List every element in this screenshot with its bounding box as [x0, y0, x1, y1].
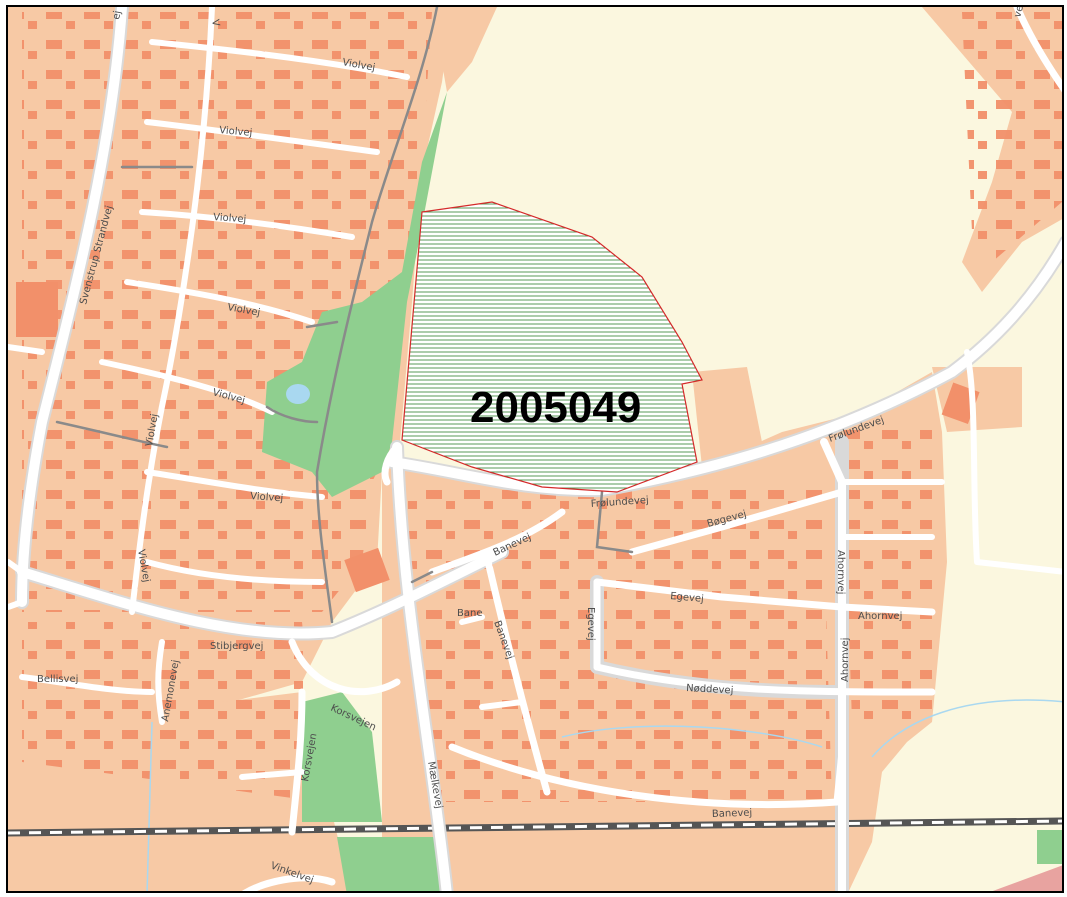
residential-zone-east-block	[692, 367, 762, 467]
building-texture-south	[402, 482, 832, 802]
building-texture-east	[842, 422, 932, 722]
street-label-egevej-1: Egevej	[670, 591, 705, 605]
street-label-top-right-cut: vej	[1012, 7, 1026, 19]
street-label-ahornvej-2: Ahornvej	[858, 611, 902, 622]
road-west-spur	[8, 344, 45, 575]
road-noddevej	[593, 663, 936, 696]
road-violvej-vertical	[129, 7, 215, 615]
road-banevej-lower	[448, 743, 846, 808]
building-texture-northeast	[962, 12, 1062, 262]
road-vinkelvej	[241, 874, 336, 891]
road-violvej-3	[139, 209, 355, 240]
building-texture-southwest	[22, 622, 322, 802]
railway	[8, 817, 1062, 837]
road-bogevej	[628, 488, 846, 556]
road-frolundevej-west-loop	[381, 443, 401, 486]
plot-id-label[interactable]: 2005049	[470, 383, 641, 432]
building-large-1	[16, 282, 58, 337]
road-banevej-upper	[428, 508, 566, 576]
road-ahornvej-east	[839, 479, 945, 540]
street-label-stibjergvej: Stibjergvej	[210, 641, 263, 652]
green-park-south	[302, 692, 382, 822]
road-violvej-1	[149, 39, 410, 80]
street-label-ahornvej-1: Ahornvej	[835, 550, 846, 594]
street-label-ahornvej-3: Ahornvej	[840, 638, 851, 682]
road-stibjergvej-west	[8, 599, 25, 610]
road-frolundevej-east-spur	[964, 349, 1062, 575]
street-label-noddevej: Nøddevej	[686, 683, 734, 696]
road-bane-spur	[459, 614, 525, 710]
industrial-zone-southeast	[992, 865, 1062, 891]
green-park-south-2	[337, 837, 442, 891]
green-corner-southeast	[1037, 830, 1062, 864]
street-label-bane: Bane	[457, 608, 482, 619]
pond	[286, 384, 310, 404]
footpaths	[55, 7, 634, 624]
stream-southwest	[146, 721, 153, 891]
road-egevej	[593, 578, 936, 616]
street-label-bellisvej: Bellisvej	[37, 674, 78, 685]
road-anemonevej	[155, 639, 165, 725]
stream-south	[561, 725, 823, 748]
street-label-violvej-2: Violvej	[219, 125, 253, 139]
road-violvej-5	[99, 359, 275, 415]
road-bellisvej	[19, 674, 155, 695]
street-label-banevej-3: Banevej	[712, 808, 753, 820]
plot-area[interactable]	[401, 201, 703, 493]
road-banevej-cross	[483, 553, 551, 796]
street-label-egevej-2: Egevej	[585, 607, 596, 641]
street-label-violvej-6: Violvej	[250, 491, 284, 504]
street-label-top-cut-1: ej	[111, 10, 123, 21]
street-label-violvej-3: Violvej	[213, 212, 247, 225]
road-northeast-curve	[1013, 7, 1062, 93]
road-violvej-2	[144, 119, 380, 155]
streams	[146, 699, 1062, 891]
residential-zone-north-strip	[432, 7, 497, 92]
stream-east	[871, 699, 1062, 758]
map-frame[interactable]: 2005049 Violvej Violvej Violvej Violvej …	[6, 5, 1064, 893]
road-svenstrup-strandvej	[17, 7, 127, 607]
street-label-top-cut-2: V	[209, 19, 221, 28]
map-canvas[interactable]: 2005049 Violvej Violvej Violvej Violvej …	[8, 7, 1064, 893]
building-large-2	[344, 547, 390, 593]
road-stibjergvej	[17, 547, 507, 639]
road-frolundevej	[387, 239, 1062, 496]
road-violvej-6	[144, 469, 325, 500]
roads	[8, 7, 1062, 891]
railway-ties	[8, 819, 1062, 835]
road-korsvejen	[288, 638, 401, 836]
road-korsvejen-loop	[239, 769, 305, 780]
street-label-frolundevej-2: Frølundevej	[590, 495, 649, 510]
road-maelkevej	[392, 442, 452, 891]
road-violvej-south	[144, 559, 325, 585]
road-violvej-4	[124, 279, 315, 325]
